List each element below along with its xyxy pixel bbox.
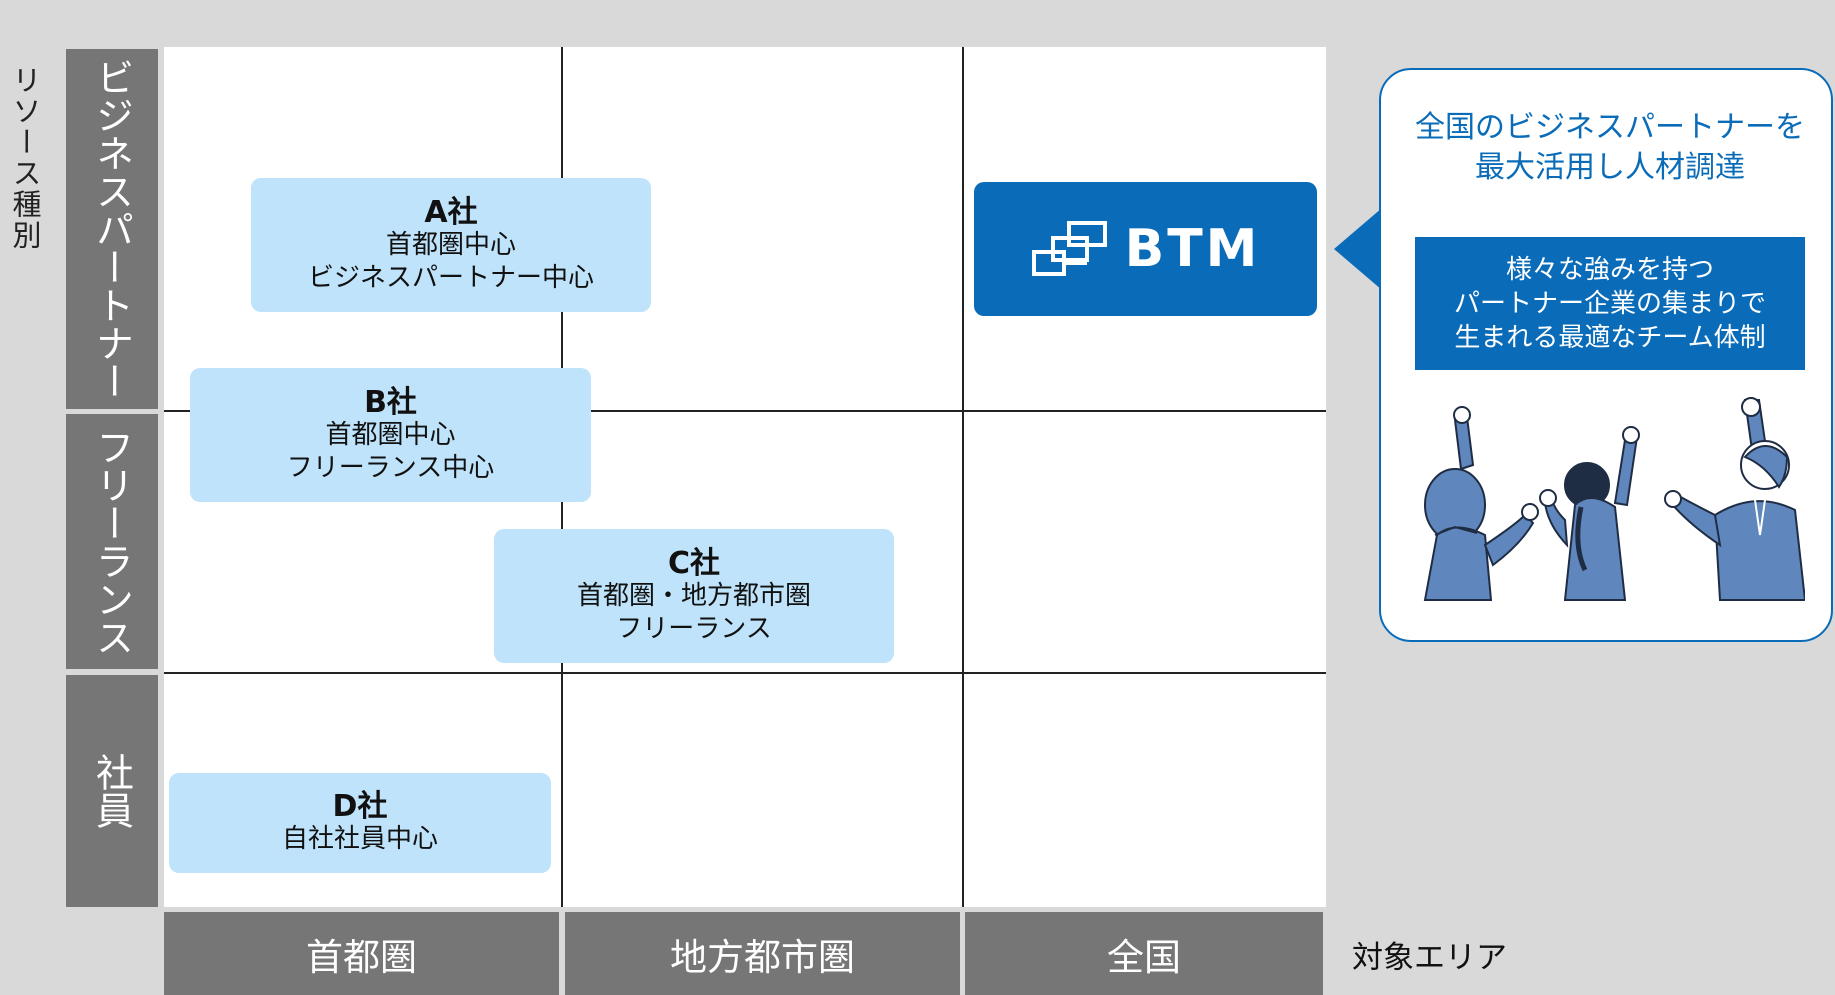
col-label-national: 全国 (965, 912, 1323, 995)
col-label-metro-text: 首都圏 (306, 935, 417, 979)
row-label-employee-text: 社員 (89, 753, 134, 829)
company-c-box: C社 首都圏・地方都市圏 フリーランス (494, 529, 894, 663)
company-a-name: A社 (424, 194, 478, 230)
company-b-line1: 首都圏中心 (325, 419, 456, 450)
company-a-box: A社 首都圏中心 ビジネスパートナー中心 (251, 178, 651, 312)
row-label-employee: 社員 (66, 675, 158, 907)
company-b-line2: フリーランス中心 (286, 452, 495, 483)
callout-title: 全国のビジネスパートナーを 最大活用し人材調達 (1390, 108, 1830, 188)
btm-logo-box: BTM (974, 182, 1317, 316)
company-b-name: B社 (364, 384, 417, 420)
btm-logo-text: BTM (1124, 219, 1261, 279)
grid-line-horizontal-1 (164, 410, 1326, 412)
company-c-line2: フリーランス (616, 613, 772, 644)
company-b-box: B社 首都圏中心 フリーランス中心 (190, 368, 591, 502)
y-axis-title: リソース種別 (8, 65, 42, 251)
row-label-freelance: フリーランス (66, 414, 158, 669)
company-d-name: D社 (332, 789, 388, 824)
row-label-business-partner-text: ビジネスパートナー (89, 58, 134, 400)
company-a-line2: ビジネスパートナー中心 (307, 262, 594, 293)
callout-title-line2: 最大活用し人材調達 (1475, 150, 1745, 185)
row-label-freelance-text: フリーランス (89, 427, 134, 656)
x-axis-title: 対象エリア (1352, 940, 1507, 976)
col-label-metro: 首都圏 (164, 912, 559, 995)
grid-line-vertical-2 (962, 47, 964, 907)
company-d-line1: 自社社員中心 (281, 824, 438, 854)
row-label-business-partner: ビジネスパートナー (66, 49, 158, 409)
col-label-national-text: 全国 (1107, 935, 1181, 979)
company-a-line1: 首都圏中心 (385, 229, 516, 260)
callout-highlight-box: 様々な強みを持つ パートナー企業の集まりで 生まれる最適なチーム体制 (1415, 237, 1805, 370)
callout-box-line1: 様々な強みを持つ (1505, 254, 1714, 285)
company-c-line1: 首都圏・地方都市圏 (576, 580, 811, 611)
company-d-box: D社 自社社員中心 (169, 773, 551, 873)
callout-title-line1: 全国のビジネスパートナーを (1415, 110, 1805, 145)
callout-box-line2: パートナー企業の集まりで (1453, 288, 1766, 319)
grid-line-horizontal-2 (164, 672, 1326, 674)
col-label-regional: 地方都市圏 (565, 912, 960, 995)
callout-pointer (1334, 208, 1382, 290)
callout-box-line3: 生まれる最適なチーム体制 (1454, 322, 1766, 353)
company-c-name: C社 (667, 545, 721, 581)
btm-logo-icon (1031, 221, 1107, 276)
col-label-regional-text: 地方都市圏 (670, 935, 855, 979)
cheering-people-illustration (1423, 397, 1805, 601)
